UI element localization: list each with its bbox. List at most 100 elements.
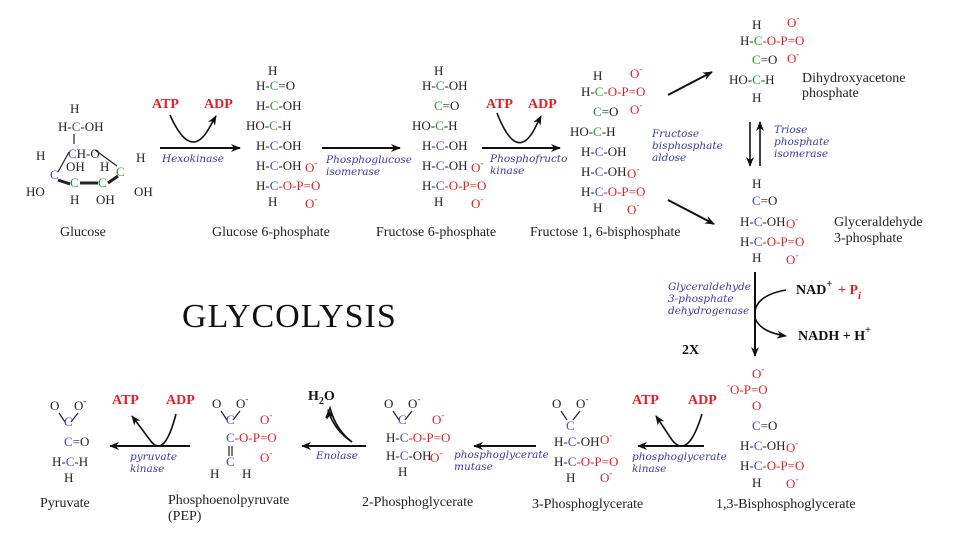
svg-text:O-: O- xyxy=(576,394,588,411)
2-phosphoglycerate-label: 2-Phosphoglycerate xyxy=(362,495,473,510)
svg-text:C: C xyxy=(398,412,407,427)
svg-text:O-: O- xyxy=(600,430,612,447)
dhap-structure: H H-C-O-P=O O- O- C=O HO-C-H H xyxy=(729,13,804,105)
svg-text:O-: O- xyxy=(786,250,798,267)
svg-text:O-: O- xyxy=(787,49,799,66)
dhap-label-line2: phosphate xyxy=(802,86,859,101)
svg-text:H-C-O-P=O: H-C-O-P=O xyxy=(554,454,618,469)
svg-text:O-: O- xyxy=(787,13,799,30)
enzyme-pgm-line1: phosphoglycerate xyxy=(454,449,549,461)
svg-text:H: H xyxy=(752,90,761,105)
enzyme-tpi-line1: Triose xyxy=(774,124,807,136)
enzyme-pfk-line1: Phosphofructo xyxy=(489,153,567,165)
svg-text:C=O: C=O xyxy=(752,193,777,208)
enzyme-pgi-line2: isomerase xyxy=(326,166,380,178)
svg-text:C: C xyxy=(70,175,79,190)
svg-text:H-C-OH: H-C-OH xyxy=(256,158,302,173)
svg-text:O-: O- xyxy=(305,158,317,175)
svg-text:H: H xyxy=(434,63,443,78)
phosphate-inorganic-label: + Pi xyxy=(838,283,862,302)
glyceraldehyde-3-phosphate-structure: H C=O H-C-OH O- H-C-O-P=O H O- xyxy=(740,176,804,267)
aldolase-step: Fructose bisphosphate aldose xyxy=(651,71,723,225)
enzyme-hexokinase: Hexokinase xyxy=(161,153,224,165)
enzyme-pgm-line2: mutase xyxy=(454,461,493,473)
pep-structure: O O- C C-O-P=O O- O- C H H xyxy=(210,394,277,481)
svg-text:CH-O: CH-O xyxy=(68,146,100,161)
atp-label-3: ATP xyxy=(632,393,659,408)
svg-text:H-C-O-P=O: H-C-O-P=O xyxy=(581,184,645,199)
phosphoglucose-isomerase-step: Phosphoglucose isomerase xyxy=(322,144,412,178)
svg-text:H: H xyxy=(268,63,277,78)
svg-text:O: O xyxy=(552,396,561,411)
svg-text:H-C-H: H-C-H xyxy=(52,454,88,469)
adp-label: ADP xyxy=(204,97,233,112)
svg-text:H: H xyxy=(36,148,45,163)
svg-text:H-C-O-P=O: H-C-O-P=O xyxy=(422,178,486,193)
enzyme-gapdh-line1: Glyceraldehyde xyxy=(668,281,751,293)
svg-text:HO-C-H: HO-C-H xyxy=(412,118,458,133)
fructose-1-6-bisphosphate-label: Fructose 1, 6-bisphosphate xyxy=(530,225,680,240)
enzyme-pgk-line2: kinase xyxy=(632,463,666,475)
phosphoglycerate-mutase-step: phosphoglycerate mutase xyxy=(454,442,549,473)
3-phosphoglycerate-label: 3-Phosphoglycerate xyxy=(532,497,643,512)
atp-label-2: ATP xyxy=(486,97,513,112)
svg-text:H-C-OH: H-C-OH xyxy=(256,98,302,113)
atp-label: ATP xyxy=(152,97,179,112)
svg-text:O-: O- xyxy=(627,200,639,217)
svg-text:H: H xyxy=(593,68,602,83)
enzyme-pk-line1: pyruvate xyxy=(130,451,177,463)
adp-label-3: ADP xyxy=(688,393,717,408)
hexokinase-step: ATP ADP Hexokinase xyxy=(152,97,241,165)
enzyme-pk-line2: kinase xyxy=(130,463,164,475)
svg-text:H-C-O-P=O: H-C-O-P=O xyxy=(740,234,804,249)
3-phosphoglycerate-structure: O O- C H-C-OH O- H-C-O-P=O H O- xyxy=(552,394,618,485)
glucose-6-phosphate-label: Glucose 6-phosphate xyxy=(212,225,330,240)
svg-text:H: H xyxy=(398,464,407,479)
g3p-label-line1: Glyceraldehyde xyxy=(834,215,923,230)
enzyme-aldolase-line2: bisphosphate xyxy=(652,140,723,152)
enzyme-aldolase-line3: aldose xyxy=(652,152,686,164)
svg-text:H: H xyxy=(752,17,761,32)
svg-text:H-C-OH: H-C-OH xyxy=(422,138,468,153)
adp-label-4: ADP xyxy=(166,393,195,408)
g3p-label-line2: 3-phosphate xyxy=(834,231,902,246)
svg-text:H-C=O: H-C=O xyxy=(256,78,295,93)
pyruvate-kinase-step: ATP ADP pyruvate kinase xyxy=(109,393,195,475)
svg-text:H-C-O-P=O: H-C-O-P=O xyxy=(740,33,804,48)
svg-text:O-: O- xyxy=(432,410,444,427)
enzyme-gapdh-line3: dehydrogenase xyxy=(668,305,749,317)
svg-text:H-C-OH: H-C-OH xyxy=(256,138,302,153)
svg-text:C: C xyxy=(226,412,235,427)
svg-text:H: H xyxy=(434,194,443,209)
svg-text:H-C-OH: H-C-OH xyxy=(581,144,627,159)
svg-text:H: H xyxy=(70,101,79,116)
svg-text:C: C xyxy=(98,175,107,190)
water-label: H2O xyxy=(308,389,335,407)
svg-text:O-: O- xyxy=(74,396,86,413)
diagram-title: GLYCOLYSIS xyxy=(182,298,397,335)
enzyme-pfk-line2: kinase xyxy=(490,165,524,177)
svg-text:C=O: C=O xyxy=(64,434,89,449)
svg-text:C=O: C=O xyxy=(752,418,777,433)
svg-text:C: C xyxy=(50,167,59,182)
svg-text:C=O: C=O xyxy=(593,104,618,119)
fructose-1-6-bisphosphate-structure: H H-C-O-P=O O- O- C=O HO-C-H H-C-OH H-C-… xyxy=(570,64,645,217)
glucose-label: Glucose xyxy=(60,225,106,240)
atp-label-4: ATP xyxy=(112,393,139,408)
svg-text:O: O xyxy=(50,398,59,413)
svg-text:O-: O- xyxy=(430,448,442,465)
enzyme-tpi-line3: isomerase xyxy=(774,148,828,160)
glucose-6-phosphate-structure: H H-C=O H-C-OH HO-C-H H-C-OH H-C-OH H-C-… xyxy=(246,63,320,211)
svg-text:H: H xyxy=(752,250,761,265)
svg-text:C-O-P=O: C-O-P=O xyxy=(226,430,277,445)
phosphofructokinase-step: ATP ADP Phosphofructo kinase xyxy=(482,97,567,177)
enzyme-enolase: Enolase xyxy=(315,450,358,462)
svg-text:O: O xyxy=(752,398,761,413)
svg-text:H-C-O-P=O: H-C-O-P=O xyxy=(386,430,450,445)
svg-text:O-: O- xyxy=(630,64,642,81)
svg-text:O-: O- xyxy=(236,394,248,411)
svg-text:H: H xyxy=(70,192,79,207)
svg-text:HO: HO xyxy=(26,184,45,199)
nad-label: NAD+ xyxy=(796,279,832,298)
gapdh-step: Glyceraldehyde 3-phosphate dehydrogenase… xyxy=(668,272,871,357)
